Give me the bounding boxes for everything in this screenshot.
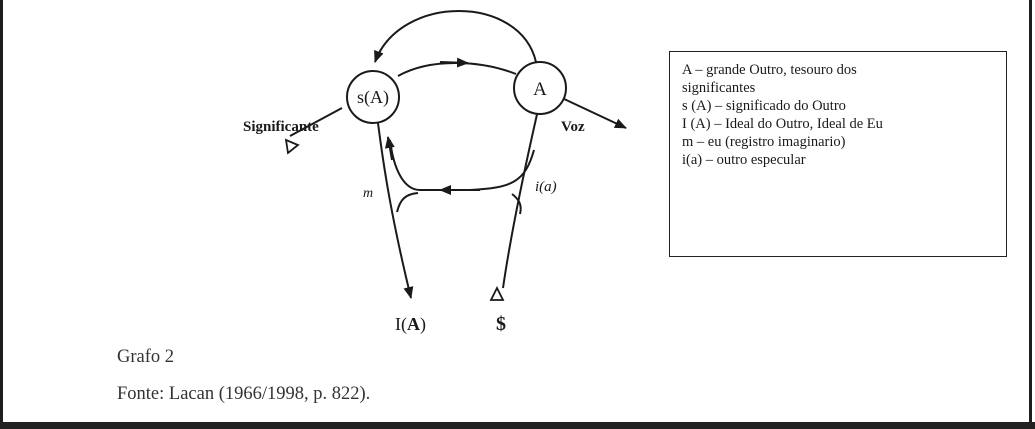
node-sA-circle	[346, 70, 400, 124]
legend-line-significantes: significantes	[682, 80, 756, 96]
signifier-vector-left	[289, 107, 343, 137]
retroaction-arc	[374, 10, 537, 63]
node-sA-label: s(A)	[357, 87, 389, 108]
legend-line-A: A – grande Outro, tesouro dos	[682, 62, 857, 78]
legend-line-ia: i(a) – outro especular	[682, 152, 806, 168]
legend-line-IA: I (A) – Ideal do Outro, Ideal de Eu	[682, 116, 883, 132]
node-A-label: A	[533, 79, 547, 100]
right-vertical-vector	[502, 109, 539, 289]
m-label: m	[363, 186, 373, 201]
bottom-bar	[0, 422, 1035, 429]
signifier-mid-arrow	[439, 57, 469, 68]
figure-source: Fonte: Lacan (1966/1998, p. 822).	[117, 384, 371, 404]
legend-line-sA: s (A) – significado do Outro	[682, 98, 846, 114]
imaginary-branch-right	[469, 149, 535, 191]
left-vertical-vector	[377, 122, 414, 299]
imaginary-up-arrow	[384, 136, 395, 161]
legend-line-m: m – eu (registro imaginario)	[682, 134, 846, 150]
significante-triangle	[284, 138, 300, 155]
node-A-circle	[513, 61, 567, 115]
s-barred-triangle	[489, 285, 505, 301]
significante-label: Significante	[243, 119, 319, 135]
imaginary-horizontal-left	[389, 139, 440, 191]
figure-title: Grafo 2	[117, 347, 175, 367]
right-border	[1029, 0, 1032, 422]
ia-label: i(a)	[535, 179, 557, 195]
left-border	[0, 0, 3, 422]
IA-label: I(A)	[395, 314, 426, 335]
lower-right-curve	[511, 193, 522, 215]
lower-left-curve	[396, 192, 419, 213]
s-barred-label: $	[496, 313, 506, 335]
legend-box: A – grande Outro, tesouro dos significan…	[669, 51, 1007, 257]
voz-label: Voz	[561, 119, 585, 135]
voice-vector	[561, 97, 627, 129]
signifier-vector-top	[397, 62, 517, 77]
